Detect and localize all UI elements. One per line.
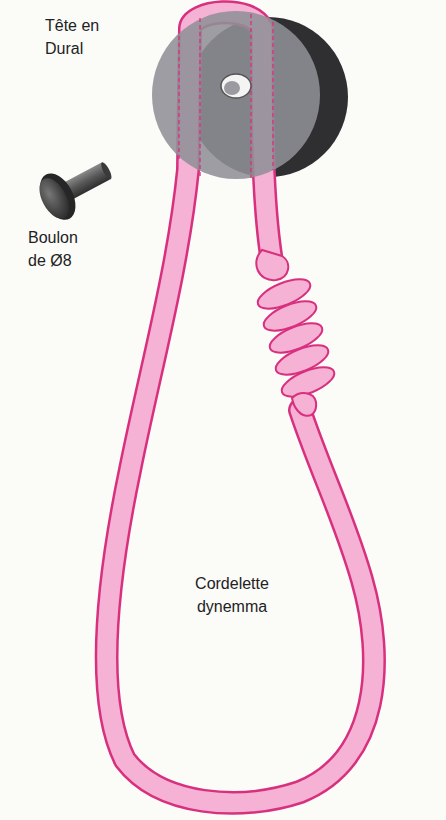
part-name: Boulon de Ø8	[28, 226, 90, 272]
part-name: Tête en Dural	[45, 14, 117, 60]
bolt-hole	[221, 74, 251, 98]
cord-inside-dashes	[179, 14, 273, 178]
knot	[254, 250, 338, 416]
part-name: Cordelette dynemma	[178, 572, 286, 618]
bolt	[32, 147, 121, 226]
dural-head	[152, 11, 320, 179]
bolt-hole-inner	[224, 81, 240, 95]
